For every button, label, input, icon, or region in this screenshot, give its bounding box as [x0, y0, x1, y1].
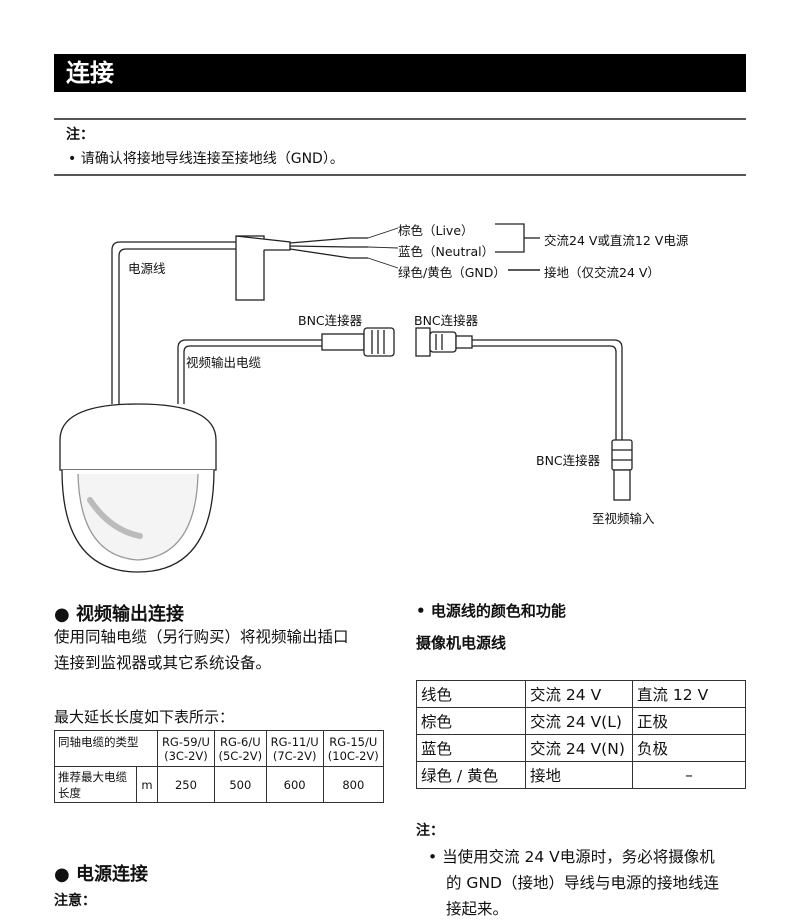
divider	[54, 118, 746, 120]
table-cell: 500	[213, 766, 267, 803]
label-wire-blue: 蓝色（Neutral）	[398, 244, 495, 259]
table-col-header: RG-59/U(3C-2V)	[157, 730, 215, 767]
unit-cell: m	[136, 766, 158, 803]
table-col-header: RG-15/U(10C-2V)	[322, 730, 385, 767]
table-cell: –	[632, 761, 746, 789]
table-cell: 600	[265, 766, 324, 803]
table-cell: 直流 12 V	[632, 680, 746, 708]
bnc-bottom-body	[611, 439, 633, 471]
table-cell: 250	[157, 766, 215, 803]
section-heading-colors: • 电源线的颜色和功能	[416, 602, 566, 620]
power-cable-line-inner	[118, 248, 236, 404]
table-cell: 负极	[632, 734, 746, 762]
note-item-text: 请确认将接地导线连接至接地线（GND）。	[80, 151, 344, 167]
note-item: • 请确认将接地导线连接至接地线（GND）。	[68, 151, 344, 167]
divider	[54, 174, 746, 176]
label-bnc-right: BNC连接器	[414, 313, 479, 328]
color-note: • 当使用交流 24 V电源时，务必将摄像机 的 GND（接地）导线与电源的接地…	[428, 844, 758, 922]
page-title: 连接	[54, 54, 746, 92]
wire-blue	[289, 245, 368, 248]
label-video-input: 至视频输入	[592, 511, 655, 526]
table-col-header: RG-6/U(5C-2V)	[213, 730, 267, 767]
label-wire-green: 绿色/黄色（GND）	[398, 265, 506, 280]
wire-brown	[289, 237, 368, 244]
table-cell: 正极	[632, 707, 746, 735]
section-heading-power: ● 电源连接	[54, 864, 148, 885]
label-wire-brown: 棕色（Live）	[398, 223, 474, 238]
video-desc: 使用同轴电缆（另行购买）将视频输出插口 连接到监视器或其它系统设备。	[54, 624, 349, 676]
video-cable-line	[177, 339, 322, 404]
video-desc-line2: 连接到监视器或其它系统设备。	[54, 654, 272, 672]
label-ground: 接地（仅交流24 V）	[544, 265, 660, 280]
row-label: 推荐最大电缆长度	[54, 766, 137, 803]
wire-green	[289, 248, 368, 259]
table-col-header: RG-11/U(7C-2V)	[265, 730, 324, 767]
sub-heading-power-cable: 摄像机电源线	[416, 634, 507, 652]
bnc-left-body	[321, 333, 365, 351]
connection-diagram	[59, 223, 633, 573]
max-length-text: 最大延长长度如下表所示：	[54, 708, 235, 726]
label-bnc-left: BNC连接器	[298, 313, 363, 328]
table-cell: 交流 24 V(N)	[525, 734, 633, 762]
cable-length-table: 同轴电缆的类型 RG-59/U(3C-2V) RG-6/U(5C-2V) RG-…	[54, 730, 385, 803]
table-cell: 蓝色	[416, 734, 526, 762]
label-bnc-bottom: BNC连接器	[536, 453, 601, 468]
table-cell: 交流 24 V	[525, 680, 633, 708]
color-note-line1: • 当使用交流 24 V电源时，务必将摄像机	[428, 848, 715, 866]
label-power-cable: 电源线	[128, 261, 166, 276]
bnc-right-body	[415, 327, 431, 357]
label-video-cable: 视频输出电缆	[186, 355, 262, 370]
label-power-source: 交流24 V或直流12 V电源	[544, 233, 689, 248]
cable-type-header: 同轴电缆的类型	[54, 730, 158, 767]
table-cell: 棕色	[416, 707, 526, 735]
table-cell: 绿色 / 黄色	[416, 761, 526, 789]
power-note-heading: 注意：	[54, 893, 96, 909]
table-cell: 线色	[416, 680, 526, 708]
table-cell: 800	[322, 766, 385, 803]
section-heading-video: ● 视频输出连接	[54, 604, 184, 625]
power-cable-line	[111, 241, 236, 404]
table-cell: 交流 24 V(L)	[525, 707, 633, 735]
color-note-heading: 注：	[416, 823, 444, 839]
color-note-line3: 接起来。	[446, 900, 509, 918]
dome-camera-housing	[59, 403, 217, 471]
video-desc-line1: 使用同轴电缆（另行购买）将视频输出插口	[54, 628, 349, 646]
note-heading: 注：	[66, 127, 94, 143]
table-cell: 接地	[525, 761, 633, 789]
color-note-line2: 的 GND（接地）导线与电源的接地线连	[446, 874, 719, 892]
